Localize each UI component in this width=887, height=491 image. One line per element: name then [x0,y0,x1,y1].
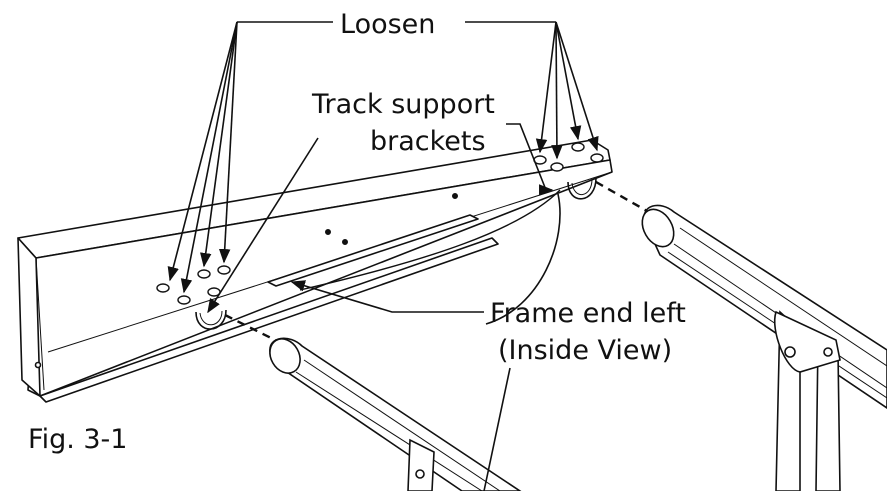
frame-end-left-rail [17,139,613,403]
track-support-leaders [207,123,554,314]
right-bracket-bolts [533,142,604,200]
frame-end-label-line2: (Inside View) [498,335,672,366]
frame-end-leaders [290,193,561,491]
right-track-tube [641,204,887,491]
alignment-dashes [224,180,655,347]
left-bracket-bolts [156,265,231,330]
loosen-label: Loosen [340,9,435,40]
track-support-label-line2: brackets [370,126,486,157]
figure-caption: Fig. 3-1 [28,424,127,455]
frame-end-label-line1: Frame end left [490,298,686,329]
loosen-leaders [167,21,599,294]
track-support-label-line1: Track support [311,89,495,120]
lower-track-tube [269,337,522,491]
